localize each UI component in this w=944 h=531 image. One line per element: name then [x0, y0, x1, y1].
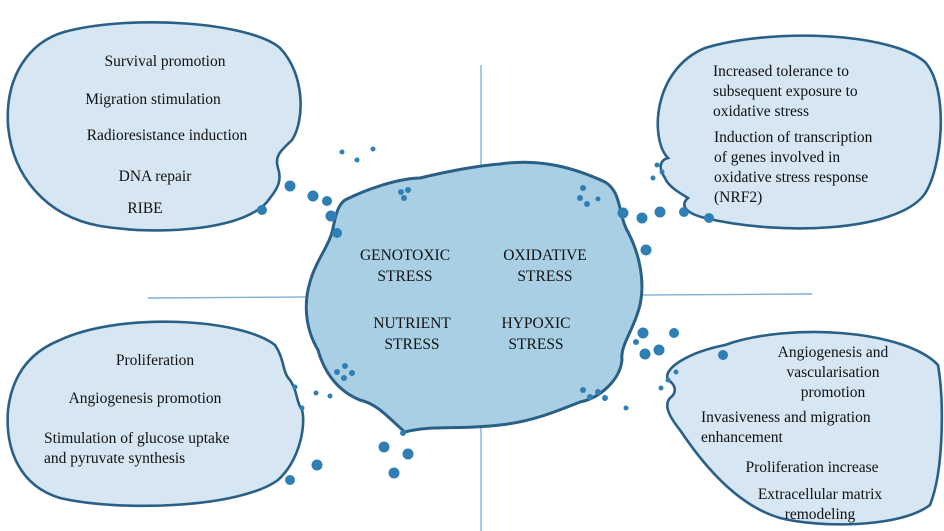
tl-item-migration: Migration stimulation [85, 91, 221, 108]
bl-item-angiogenesis: Angiogenesis promotion [68, 390, 222, 407]
tl-item-dna-repair: DNA repair [118, 168, 192, 185]
tl-item-radioresistance: Radioresistance induction [86, 127, 248, 144]
tr-item-tolerance: Increased tolerance to subsequent exposu… [713, 63, 858, 120]
center-cell [304, 160, 644, 434]
tr-item-transcription: Induction of transcription of genes invo… [714, 129, 873, 206]
br-item-angiogenesis: Angiogenesis and vascularisation promoti… [777, 344, 889, 401]
tl-item-ribe: RIBE [127, 200, 163, 217]
cell-bottom-right [665, 330, 944, 526]
br-item-invasiveness: Invasiveness and migration enhancement [701, 409, 871, 446]
cell-top-left [6, 20, 302, 232]
cell-top-right [656, 34, 943, 230]
tl-item-survival: Survival promotion [104, 53, 226, 70]
vesicles [257, 146, 728, 485]
bl-item-proliferation: Proliferation [115, 352, 195, 369]
br-item-proliferation: Proliferation increase [745, 459, 879, 476]
bl-item-glucose: Stimulation of glucose uptake and pyruva… [44, 430, 230, 467]
br-item-ecm: Extracellular matrix remodeling [757, 486, 883, 523]
cell-bottom-left [6, 320, 305, 508]
